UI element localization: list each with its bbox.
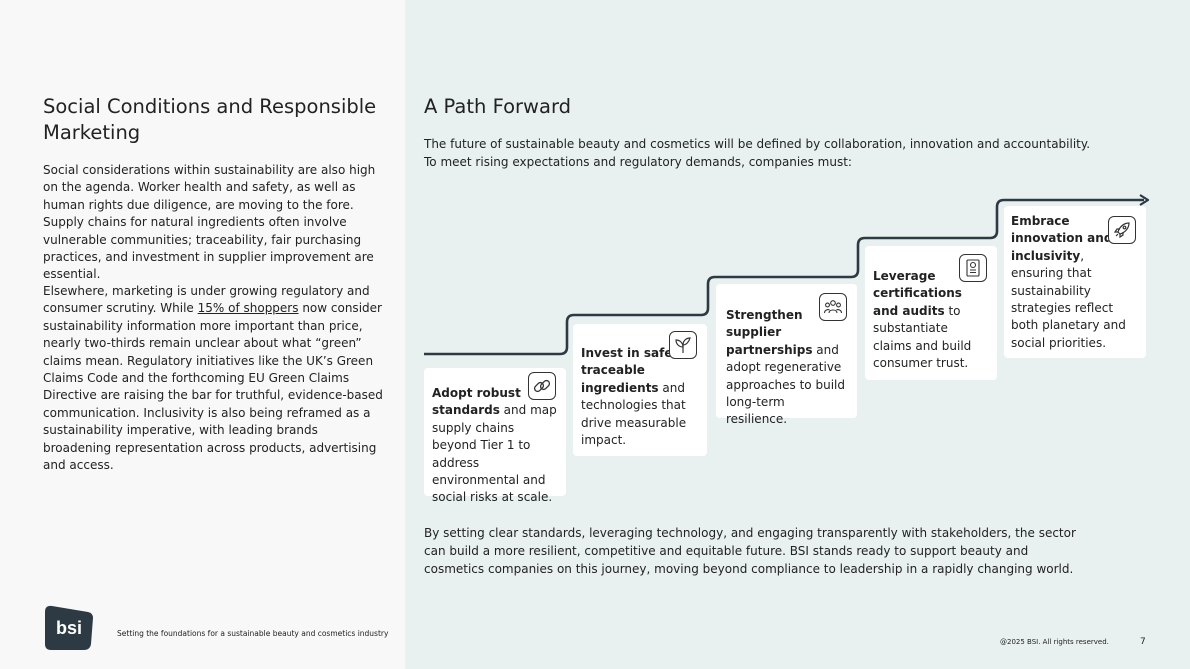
step-card-5: Embrace innovation and inclusivity, ensu…	[1004, 206, 1146, 358]
step-2-text: and technologies that drive measurable i…	[581, 380, 687, 448]
step-1-bold: Adopt robust standards	[432, 386, 521, 418]
step-5-text: , ensuring that sustainability strategie…	[1011, 248, 1126, 350]
step-4-bold: Leverage certifications and audits	[873, 269, 962, 318]
shoppers-link[interactable]: 15% of shoppers	[197, 301, 299, 316]
left-paragraph-2-start: Elsewhere, marketing is under growing re…	[43, 284, 370, 316]
bsi-logo-text: bsi	[56, 618, 82, 638]
page-number: 7	[1140, 637, 1146, 647]
right-section-title: A Path Forward	[424, 95, 571, 118]
people-icon	[819, 293, 847, 321]
certificate-icon	[959, 254, 987, 282]
link-icon	[528, 372, 556, 400]
copyright: @2025 BSI. All rights reserved.	[1000, 638, 1109, 646]
left-panel	[0, 0, 405, 669]
step-1-text: and map supply chains beyond Tier 1 to a…	[432, 403, 557, 505]
footer-tagline: Setting the foundations for a sustainabl…	[117, 629, 389, 638]
step-3-bold: Strengthen supplier partnerships	[726, 308, 813, 357]
step-2-bold: Invest in safer, traceable ingredients	[581, 346, 682, 395]
outro-paragraph: By setting clear standards, leveraging t…	[424, 526, 1076, 576]
step-3-text: and adopt regenerative approaches to bui…	[726, 342, 845, 427]
step-5-bold: Embrace innovation and inclusivity	[1011, 214, 1113, 263]
rocket-icon	[1108, 216, 1136, 244]
intro-paragraph: The future of sustainable beauty and cos…	[424, 137, 1091, 169]
bsi-logo: bsi	[45, 605, 93, 650]
left-paragraph-1: Social considerations within sustainabil…	[43, 163, 376, 282]
left-section-title: Social Conditions and Responsible Market…	[43, 95, 377, 144]
step-4-text: to substantiate claims and build consume…	[873, 303, 972, 371]
left-paragraph-2-end: now consider sustainability information …	[43, 301, 383, 473]
plant-icon	[669, 331, 697, 359]
left-paragraph-2: Elsewhere, marketing is under growing re…	[43, 283, 388, 474]
